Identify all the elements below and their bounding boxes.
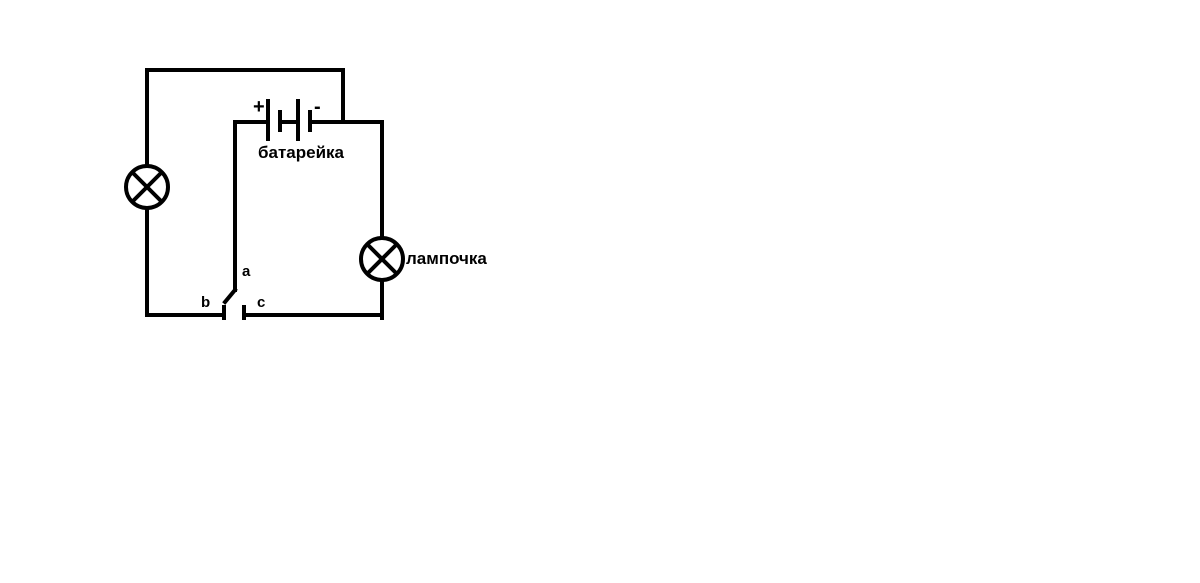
switch-b-label: b [201,294,210,311]
lamp-left-icon [124,164,170,210]
switch-lever [222,287,238,305]
switch-a-label: a [242,263,251,280]
wire-battery-right [308,120,384,240]
lamp-label: лампочка [406,249,487,268]
battery-minus-label: - [314,96,321,118]
battery-label: батарейка [258,143,345,162]
wire-switch-a [233,120,270,292]
wire-top-outer [145,68,345,168]
lamp-right-icon [359,236,405,282]
battery-symbol [266,99,312,141]
battery-plus-label: + [253,96,265,118]
switch-c-label: c [257,294,265,311]
